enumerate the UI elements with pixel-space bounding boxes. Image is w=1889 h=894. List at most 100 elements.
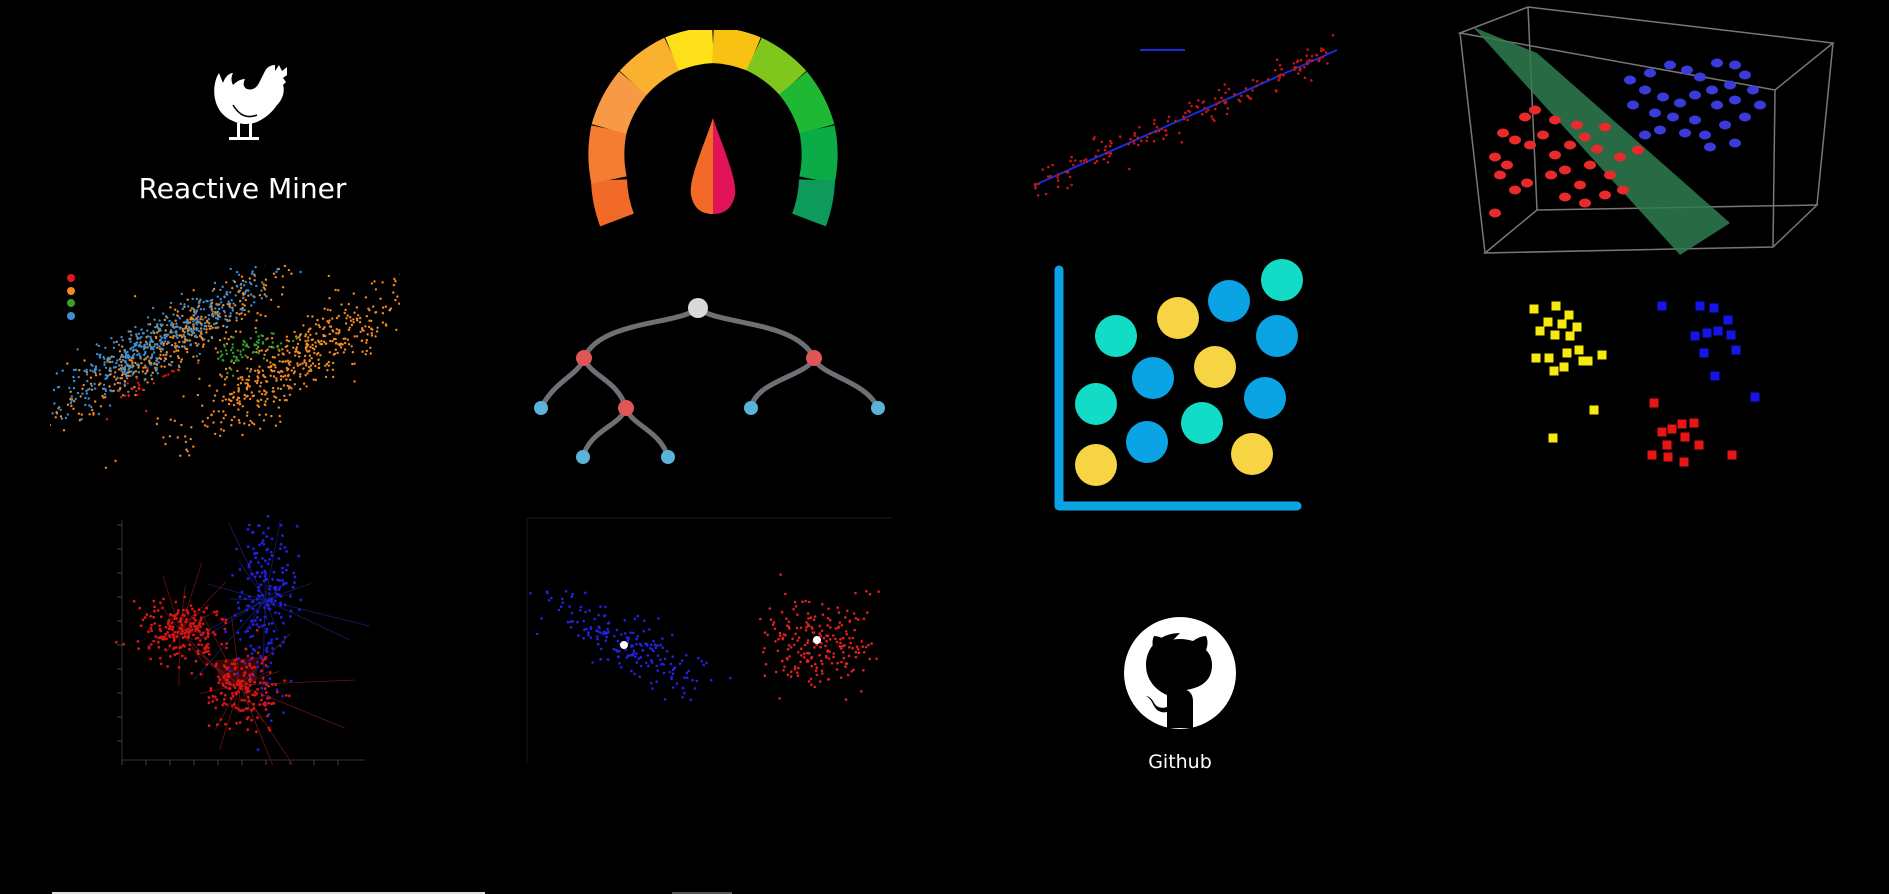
scatter-point — [190, 426, 193, 429]
brand-logo-tile[interactable]: Reactive Miner — [100, 40, 385, 220]
scatter-point — [147, 323, 150, 326]
scatter-point — [189, 309, 192, 312]
scatter-point — [156, 609, 160, 612]
scatter-point — [311, 343, 314, 347]
scatter-point — [359, 330, 362, 334]
scatter-point — [278, 360, 281, 363]
scatter-point — [270, 621, 274, 625]
scatter-point — [104, 374, 108, 377]
scatter-point — [151, 340, 155, 344]
scatter-point — [262, 531, 265, 535]
scatter-point — [237, 690, 240, 694]
scatter-point — [241, 306, 244, 310]
scatter-point — [582, 637, 585, 640]
scatter-point — [214, 347, 217, 350]
scatter-point — [208, 653, 211, 656]
scatter-point — [210, 306, 213, 309]
scatter-point — [384, 305, 388, 308]
scatter-point — [269, 550, 273, 554]
scatter-point — [865, 589, 868, 593]
red-sphere — [1571, 120, 1583, 130]
scatter-point — [216, 303, 219, 307]
scatter-point — [85, 370, 88, 374]
scatter-point — [229, 291, 232, 294]
scatter-point — [569, 626, 573, 629]
decision-tree-tile[interactable] — [530, 290, 890, 470]
scatter-point — [256, 748, 260, 751]
scatter-point — [145, 613, 149, 617]
scatter-point — [258, 703, 262, 706]
scatter-point — [810, 683, 813, 686]
scatter-point — [848, 645, 851, 649]
scatter-point — [123, 383, 126, 386]
scatter-point — [123, 380, 127, 383]
scatter-point — [670, 675, 673, 679]
scatter-point — [803, 643, 807, 647]
radial-clusters-tile[interactable] — [110, 515, 370, 765]
scatter-point — [115, 378, 118, 381]
scatter-point — [343, 348, 347, 351]
scatter-point — [206, 300, 209, 303]
scatter-point — [257, 341, 260, 344]
scatter-point — [1103, 148, 1107, 152]
scatter-point — [276, 578, 279, 582]
scatter-point — [161, 636, 165, 639]
scatter-point — [818, 632, 821, 635]
scatter-point — [245, 665, 249, 669]
scatter-point — [159, 338, 162, 341]
scatter-point — [1310, 59, 1314, 62]
scatter-point — [116, 359, 119, 362]
scatter-point — [291, 585, 295, 589]
scatter-point — [247, 604, 251, 608]
multi-cluster-scatter-tile[interactable] — [50, 265, 400, 480]
scatter-point — [243, 313, 247, 316]
scatter-point — [639, 656, 642, 659]
scatter-point — [284, 360, 287, 363]
scatter-point — [617, 655, 620, 658]
scatter-point — [164, 329, 167, 332]
github-tile[interactable]: Github — [1100, 605, 1260, 790]
scatter-point — [1186, 118, 1189, 122]
blue-sphere — [1657, 92, 1669, 102]
scatter-point — [230, 368, 233, 371]
scatter-point — [214, 316, 218, 320]
scatter-point — [807, 624, 811, 627]
scatter-point — [131, 387, 134, 391]
scatter-point — [127, 355, 130, 358]
scatter-point — [1222, 99, 1226, 102]
scatter-point — [605, 635, 608, 639]
scatter-point — [281, 694, 285, 698]
square-point — [1529, 304, 1539, 314]
scatter-point — [241, 356, 244, 359]
square-clusters-tile[interactable] — [1510, 295, 1790, 480]
gauge-tile[interactable] — [578, 30, 848, 230]
scatter-point — [98, 356, 102, 359]
svm-3d-plane-tile[interactable] — [1455, 5, 1835, 260]
bubble-chart-tile[interactable] — [1050, 255, 1310, 515]
scatter-point — [189, 604, 193, 607]
scatter-point — [269, 298, 273, 301]
scatter-point — [148, 341, 152, 344]
scatter-point — [240, 312, 243, 315]
scatter-point — [175, 322, 178, 325]
scatter-point — [135, 341, 139, 344]
scatter-point — [254, 556, 257, 560]
scatter-point — [220, 421, 223, 424]
scatter-point — [141, 370, 144, 373]
scatter-point — [101, 394, 104, 398]
scatter-point — [277, 406, 280, 409]
scatter-point — [328, 319, 331, 322]
scatter-point — [137, 345, 141, 348]
scatter-point — [188, 623, 192, 627]
scatter-point — [358, 321, 362, 324]
scatter-point — [54, 416, 57, 419]
two-cluster-scatter-tile[interactable] — [525, 515, 895, 765]
scatter-point — [193, 318, 196, 321]
scatter-point — [119, 386, 122, 390]
scatter-point — [53, 402, 56, 405]
scatter-point — [1220, 96, 1223, 100]
scatter-point — [288, 615, 292, 618]
blue-sphere — [1689, 90, 1701, 100]
scatter-point — [854, 655, 858, 659]
linear-regression-tile[interactable] — [1025, 25, 1345, 205]
